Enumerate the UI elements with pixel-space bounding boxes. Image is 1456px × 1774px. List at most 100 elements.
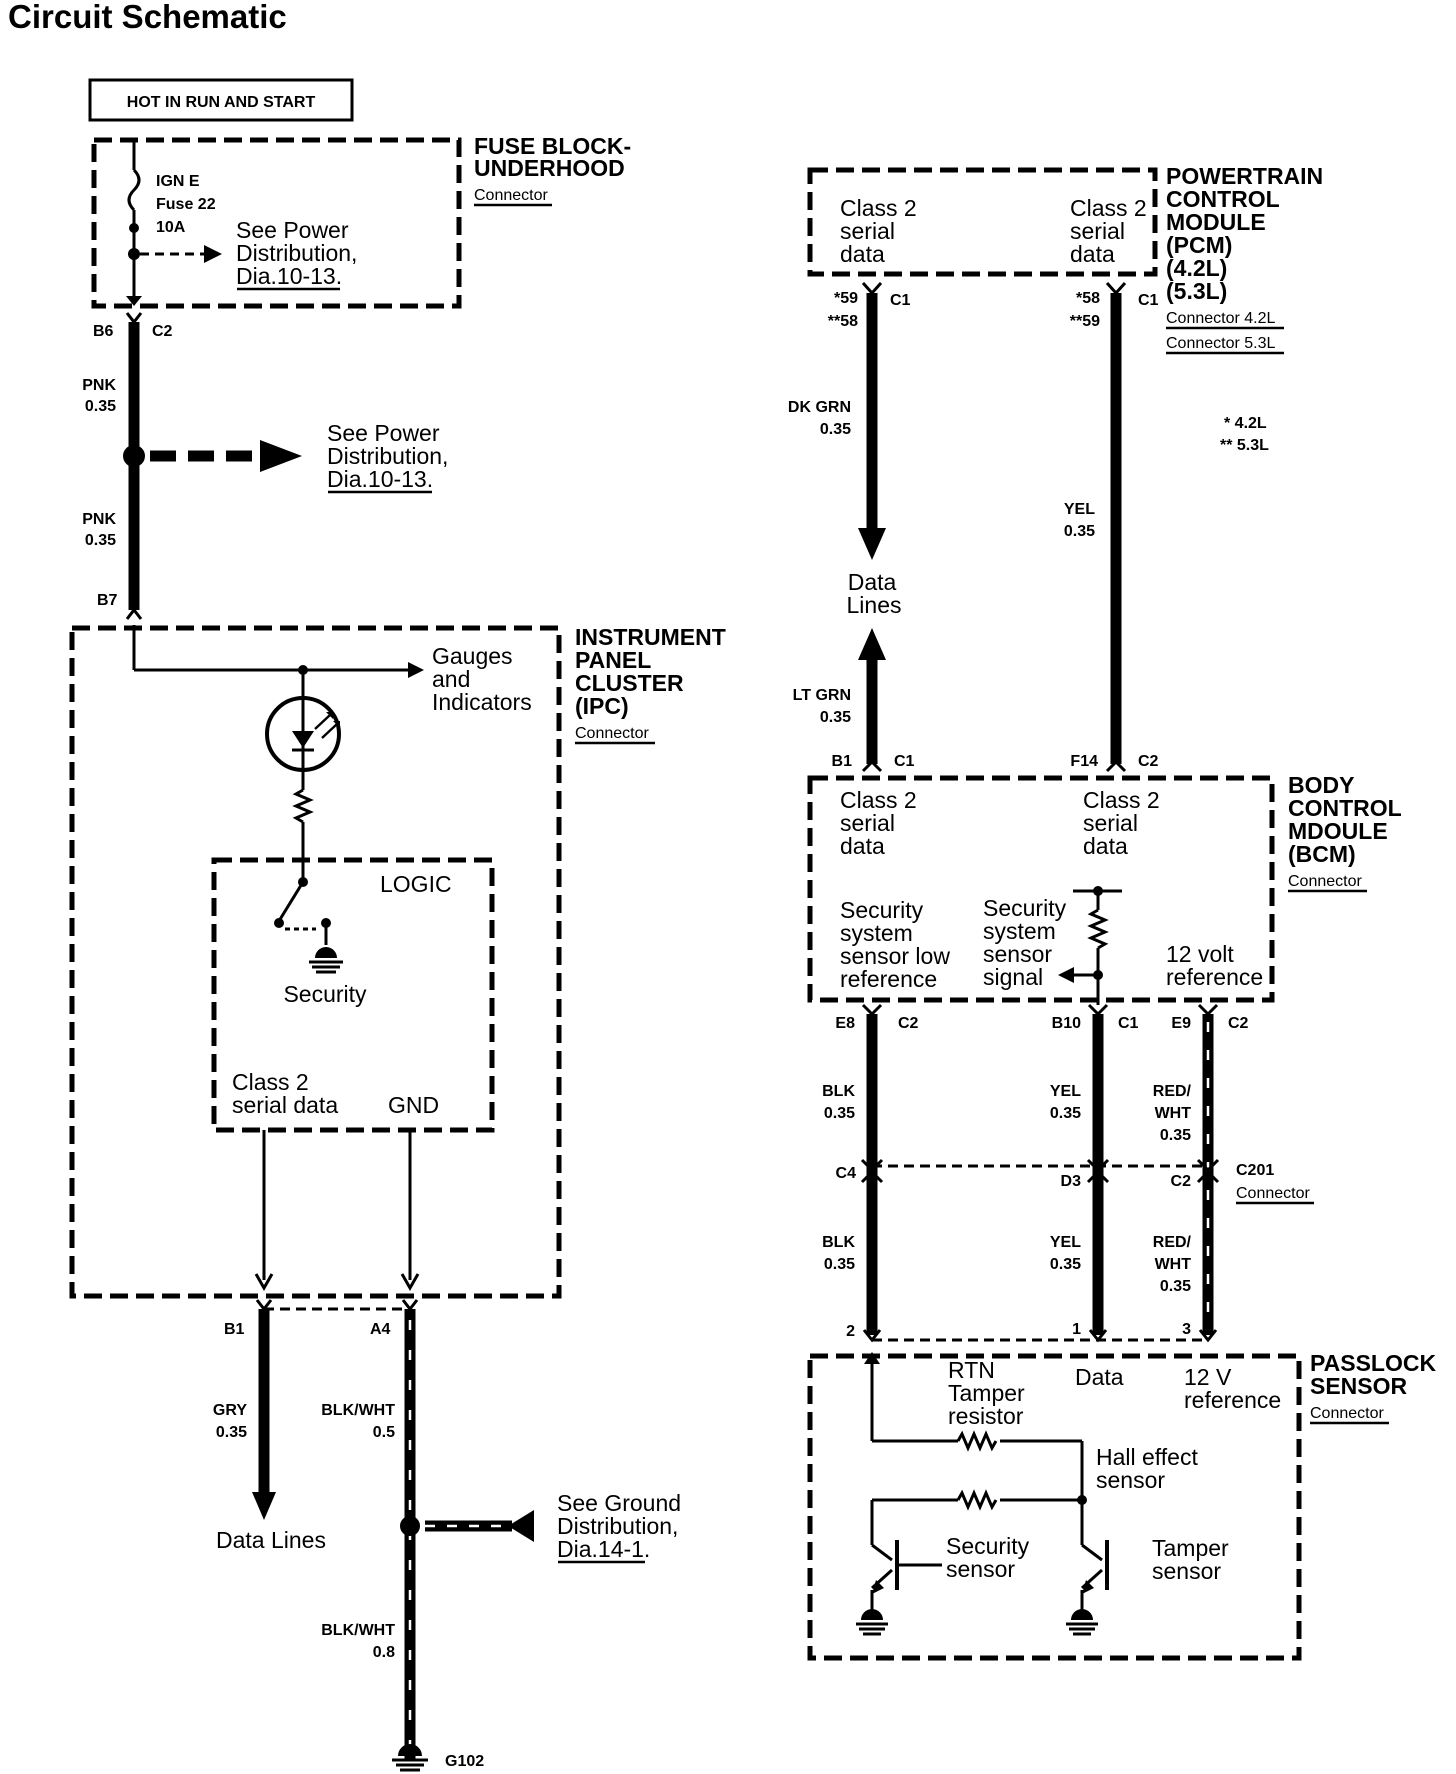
bcm-pin-e9-conn: C2 xyxy=(1228,1015,1249,1032)
svg-text:PASSLOCK: PASSLOCK xyxy=(1310,1350,1436,1376)
see-power-link[interactable]: See Power Distribution, Dia.10-13. xyxy=(327,420,448,492)
see-ground-link[interactable]: See Ground Distribution, Dia.14-1. xyxy=(557,1490,681,1562)
svg-text:Data: Data xyxy=(848,569,897,595)
fuse-ign: IGN E xyxy=(156,173,200,190)
svg-text:Indicators: Indicators xyxy=(432,689,532,715)
svg-text:sensor: sensor xyxy=(1152,1558,1221,1584)
passlock-connector: Connector xyxy=(1310,1405,1384,1422)
ground-g102: G102 xyxy=(445,1753,484,1770)
bcm-class2-left: Class 2 serial data xyxy=(840,787,917,859)
tamper-resistor-icon xyxy=(956,1430,998,1452)
svg-text:Dia.10-13.: Dia.10-13. xyxy=(327,466,433,492)
svg-text:Hall effect: Hall effect xyxy=(1096,1444,1198,1470)
passlock-pin-3: 3 xyxy=(1182,1321,1191,1338)
pcm-name: POWERTRAIN CONTROL MODULE (PCM) (4.2L) (… xyxy=(1166,163,1323,304)
svg-text:signal: signal xyxy=(983,964,1043,990)
svg-text:data: data xyxy=(840,241,885,267)
sensor-signal-arrow-icon xyxy=(1058,967,1074,983)
bcm-name: BODY CONTROL MDOULE (BCM) xyxy=(1288,772,1402,867)
svg-text:Security: Security xyxy=(983,895,1067,921)
svg-text:WHT: WHT xyxy=(1155,1256,1192,1273)
svg-text:reference: reference xyxy=(1166,964,1263,990)
pcm-pin-r2: **59 xyxy=(1070,313,1100,330)
bcm-pin-b1: B1 xyxy=(832,753,853,770)
svg-text:SENSOR: SENSOR xyxy=(1310,1373,1408,1399)
ipc-name: INSTRUMENT PANEL CLUSTER (IPC) xyxy=(575,624,726,719)
pcm-note-42: * 4.2L xyxy=(1224,415,1267,432)
svg-text:CONTROL: CONTROL xyxy=(1166,186,1280,212)
svg-text:serial: serial xyxy=(840,810,895,836)
bcm-pin-e9: E9 xyxy=(1171,1015,1191,1032)
wire-ltgrn-gauge: 0.35 xyxy=(820,709,851,726)
conn-b7: B7 xyxy=(97,592,118,609)
hot-in-run-box xyxy=(88,78,354,122)
passlock-sensor xyxy=(807,1353,1302,1661)
passlock-hall-label: Hall effect sensor xyxy=(1096,1444,1198,1493)
svg-text:See Power: See Power xyxy=(327,420,440,446)
body-control-module xyxy=(807,775,1275,1003)
svg-text:sensor: sensor xyxy=(946,1556,1015,1582)
see-power-arrow-icon xyxy=(260,440,302,472)
wire-yel-1: YEL xyxy=(1050,1083,1081,1100)
logic-security-label: Security xyxy=(283,981,367,1007)
pcm-pin-r1: *58 xyxy=(1076,290,1100,307)
svg-text:serial: serial xyxy=(840,218,895,244)
wire-blk-2: BLK xyxy=(822,1234,855,1251)
svg-text:Tamper: Tamper xyxy=(948,1380,1025,1406)
svg-text:RED/: RED/ xyxy=(1153,1083,1192,1100)
c201-connector: Connector xyxy=(1236,1185,1310,1202)
passlock-name: PASSLOCK SENSOR xyxy=(1310,1350,1436,1399)
passlock-rtn: RTN xyxy=(948,1357,995,1383)
svg-text:See Ground: See Ground xyxy=(557,1490,681,1516)
svg-text:FUSE BLOCK-: FUSE BLOCK- xyxy=(474,133,631,159)
g102-ground-icon xyxy=(392,1744,428,1772)
fuse-see-power-link[interactable]: See Power Distribution, Dia.10-13. xyxy=(236,217,357,289)
passlock-tamper-sensor-label: Tamper sensor xyxy=(1152,1535,1229,1584)
pcm-class2-left: Class 2 serial data xyxy=(840,195,917,267)
svg-text:resistor: resistor xyxy=(948,1403,1024,1429)
wire-blk-1-gauge: 0.35 xyxy=(824,1105,855,1122)
conn-a4: A4 xyxy=(370,1321,391,1338)
fuse-amp: 10A xyxy=(156,219,186,236)
conn-b1: B1 xyxy=(224,1321,245,1338)
svg-text:sensor: sensor xyxy=(983,941,1052,967)
pcm-class2-right: Class 2 serial data xyxy=(1070,195,1147,267)
bus-data-lines-label: Data Lines xyxy=(847,569,902,618)
wire-pnk-1-gauge: 0.35 xyxy=(85,398,116,415)
wire-blk-1: BLK xyxy=(822,1083,855,1100)
wire-blkwht-1: BLK/WHT xyxy=(321,1402,395,1419)
bcm-pin-e8-conn: C2 xyxy=(898,1015,919,1032)
svg-text:Security: Security xyxy=(946,1533,1030,1559)
conn-b6-c2: C2 xyxy=(152,323,173,340)
svg-text:Distribution,: Distribution, xyxy=(557,1513,678,1539)
c201-pin-d3: D3 xyxy=(1061,1173,1082,1190)
bcm-pin-e8: E8 xyxy=(835,1015,855,1032)
c201-pin-c4: C4 xyxy=(836,1165,857,1182)
svg-text:0.35: 0.35 xyxy=(1160,1278,1191,1295)
wire-yel-2: YEL xyxy=(1050,1234,1081,1251)
splice-dot xyxy=(123,445,145,467)
wire-yel-2-gauge: 0.35 xyxy=(1050,1256,1081,1273)
svg-text:Lines: Lines xyxy=(847,592,902,618)
svg-text:Class 2: Class 2 xyxy=(1070,195,1147,221)
svg-text:Class 2: Class 2 xyxy=(840,787,917,813)
svg-text:Security: Security xyxy=(840,897,924,923)
bcm-pin-f14: F14 xyxy=(1070,753,1098,770)
bcm-class2-right: Class 2 serial data xyxy=(1083,787,1160,859)
svg-text:12 volt: 12 volt xyxy=(1166,941,1234,967)
wire-gry-gauge: 0.35 xyxy=(216,1424,247,1441)
svg-text:Distribution,: Distribution, xyxy=(236,240,357,266)
pcm-conn-c1-right: C1 xyxy=(1138,292,1159,309)
svg-text:Tamper: Tamper xyxy=(1152,1535,1229,1561)
bcm-conn-c2: C2 xyxy=(1138,753,1159,770)
logic-class2-serial: serial data xyxy=(232,1092,338,1118)
pcm-connector-53: Connector 5.3L xyxy=(1166,335,1276,352)
gauges-label: Gauges and Indicators xyxy=(432,643,532,715)
bcm-sensor-signal-label: Security system sensor signal xyxy=(983,895,1067,990)
passlock-data: Data xyxy=(1075,1364,1124,1390)
svg-text:0.35: 0.35 xyxy=(1160,1127,1191,1144)
wire-yel-pcm: YEL xyxy=(1064,501,1095,518)
svg-text:system: system xyxy=(840,920,913,946)
c201-label: C201 xyxy=(1236,1162,1274,1179)
